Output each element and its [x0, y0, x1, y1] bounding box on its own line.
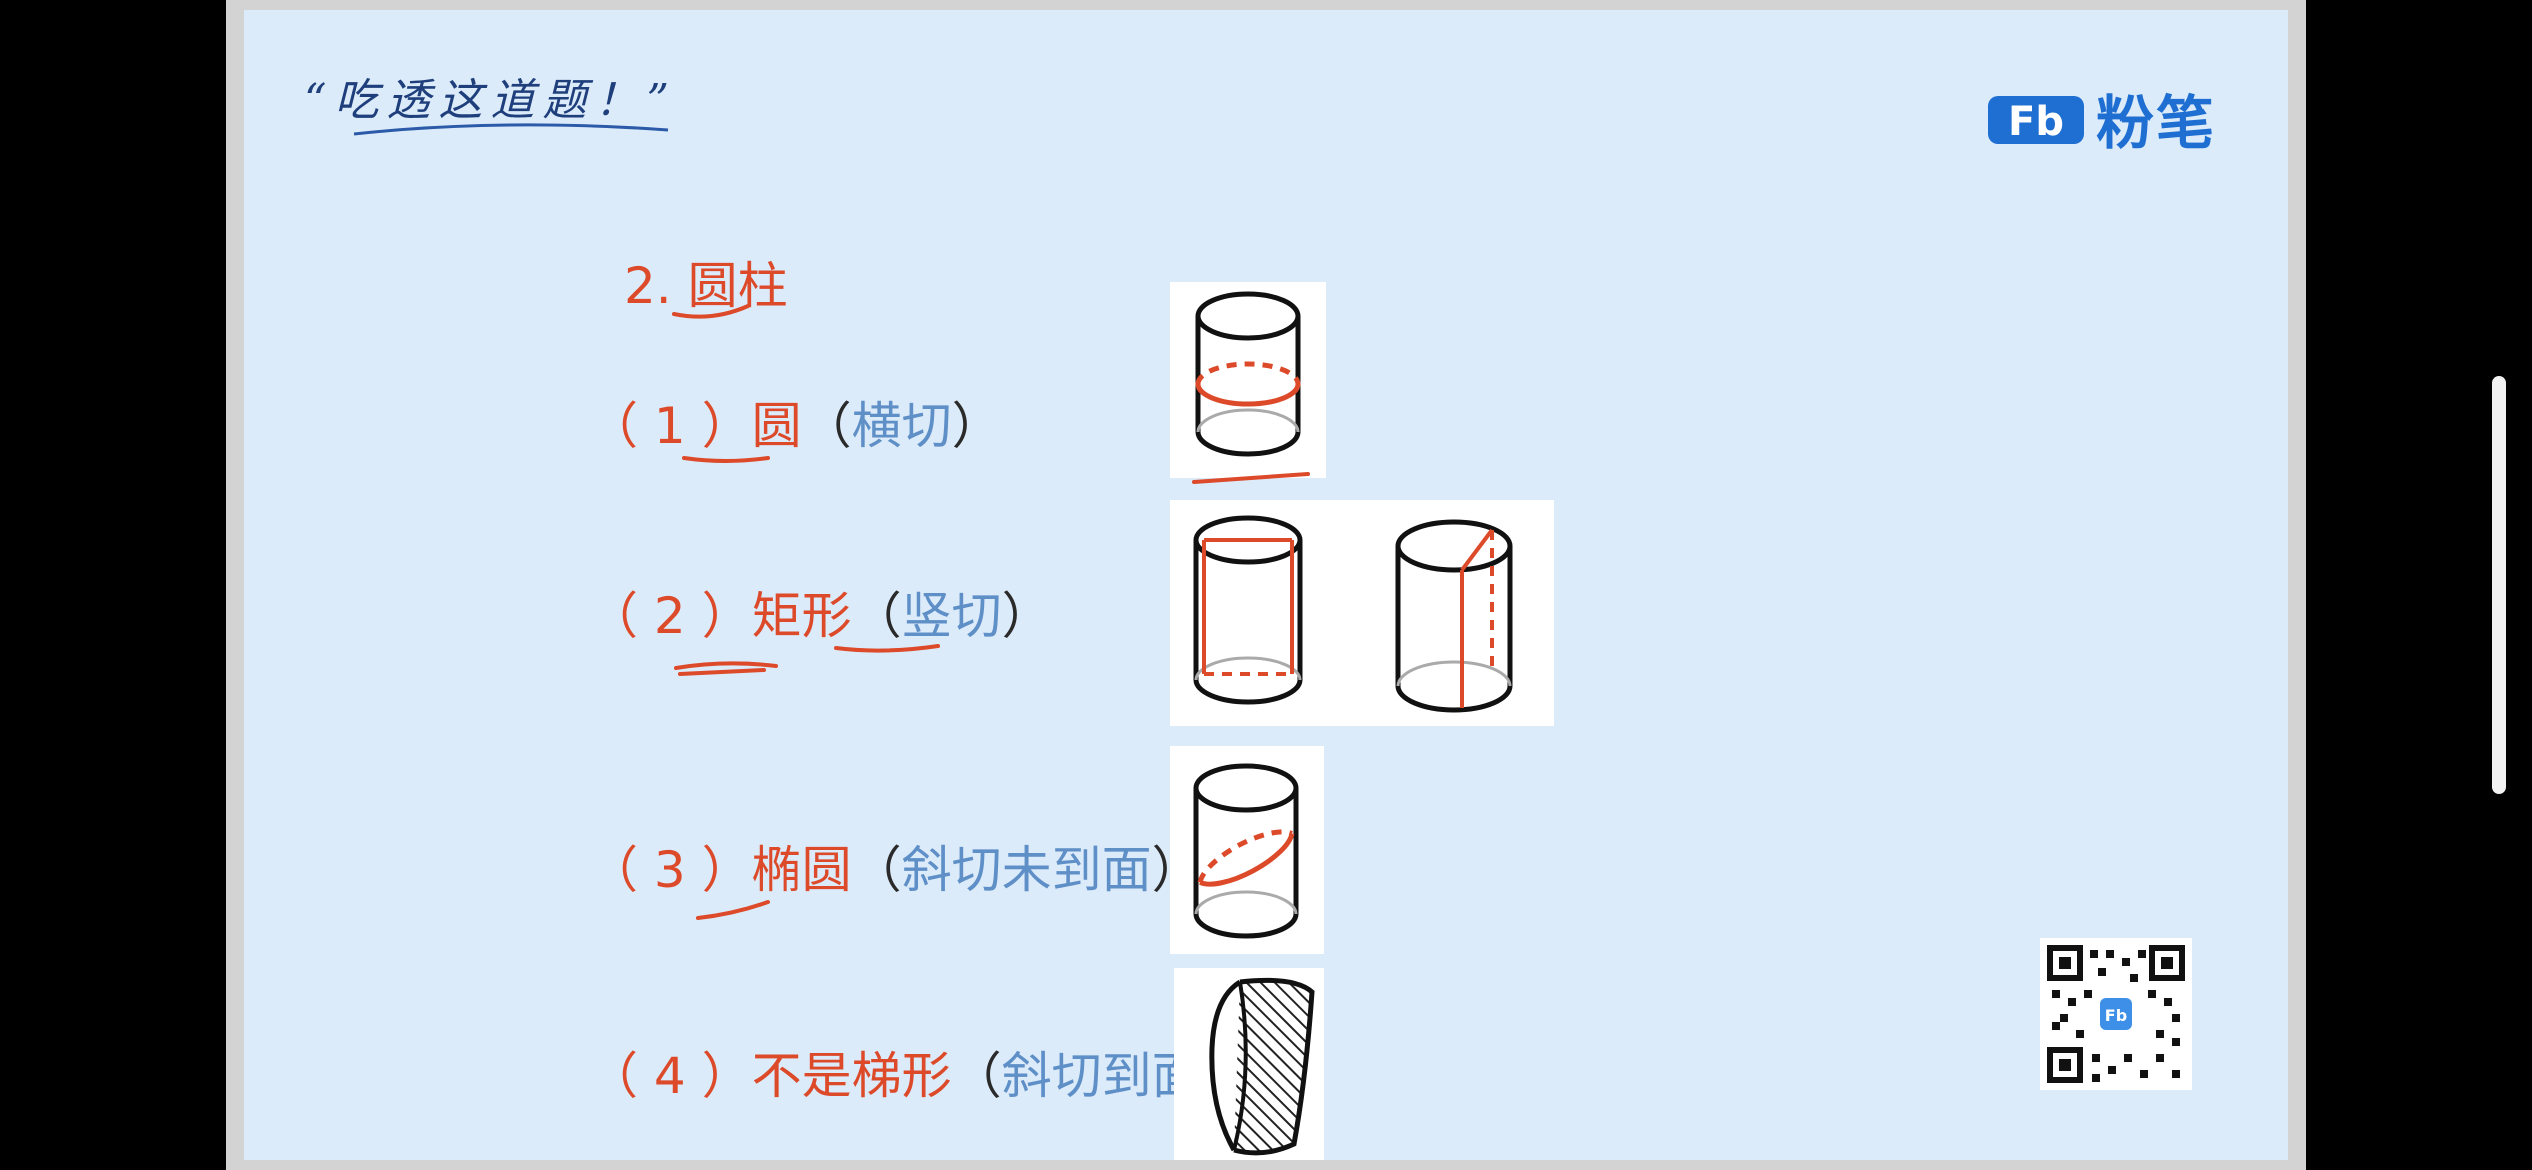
cylinder-horizontal-cut-icon — [1170, 282, 1326, 478]
item-1-row: （ 1 ）圆（横切） — [588, 386, 1002, 458]
item-name: 椭圆 — [751, 841, 852, 899]
lesson-slide: “吃透这道题！” Fb 粉笔 2. 圆柱 （ 1 ）圆（横切） （ 2 ）矩形（… — [244, 10, 2288, 1160]
qr-code-icon: Fb — [2040, 938, 2192, 1090]
svg-text:Fb: Fb — [2105, 1006, 2127, 1025]
item-3-underline-stroke — [696, 900, 770, 920]
item-note: 斜切到面 — [1001, 1047, 1202, 1105]
section-title: 2. 圆柱 — [624, 246, 788, 318]
slogan-underline — [353, 123, 669, 136]
item-note: 竖切 — [901, 587, 1002, 645]
paren-open: （ — [951, 1047, 1002, 1105]
cylinder-oblique-face-cut-icon — [1174, 968, 1324, 1160]
item-index: （ 2 ） — [588, 587, 752, 645]
title-underline-stroke — [672, 304, 750, 319]
cylinder-oblique-cut-icon — [1170, 746, 1324, 954]
paren-close: ） — [951, 397, 1002, 455]
section-name: 圆柱 — [687, 257, 788, 315]
item-index: （ 1 ） — [588, 397, 752, 455]
slogan-text: “吃透这道题！” — [304, 75, 677, 126]
item-4-row: （ 4 ）不是梯形（斜切到面） — [588, 1036, 1252, 1108]
logo-text: 粉笔 — [2096, 89, 2217, 157]
item-index: （ 4 ） — [588, 1047, 752, 1105]
paren-close: ） — [1001, 587, 1052, 645]
item-name: 不是梯形 — [751, 1047, 952, 1105]
svg-text:Fb: Fb — [2008, 99, 2064, 145]
item-1-underline-stroke — [682, 456, 770, 463]
figure-1-underline-stroke — [1192, 472, 1310, 484]
item-2-row: （ 2 ）矩形（竖切） — [588, 576, 1052, 648]
scrollbar-handle[interactable] — [2492, 376, 2506, 794]
paren-open: （ — [801, 397, 852, 455]
paren-open: （ — [851, 841, 902, 899]
item-2-name-underline-stroke — [674, 661, 778, 676]
section-number: 2. — [624, 257, 672, 315]
item-3-row: （ 3 ）椭圆（斜切未到面） — [588, 830, 1202, 902]
item-note: 横切 — [851, 397, 952, 455]
item-2-note-underline-stroke — [834, 644, 940, 653]
item-index: （ 3 ） — [588, 841, 752, 899]
cylinder-vertical-cut-icon — [1170, 500, 1554, 726]
item-name: 矩形 — [751, 587, 852, 645]
fenbi-logo: Fb 粉笔 — [1984, 76, 2216, 160]
paren-open: （ — [851, 587, 902, 645]
item-name: 圆 — [751, 397, 802, 455]
fenbi-logo-icon: Fb — [1988, 96, 2084, 145]
item-note: 斜切未到面 — [901, 841, 1152, 899]
